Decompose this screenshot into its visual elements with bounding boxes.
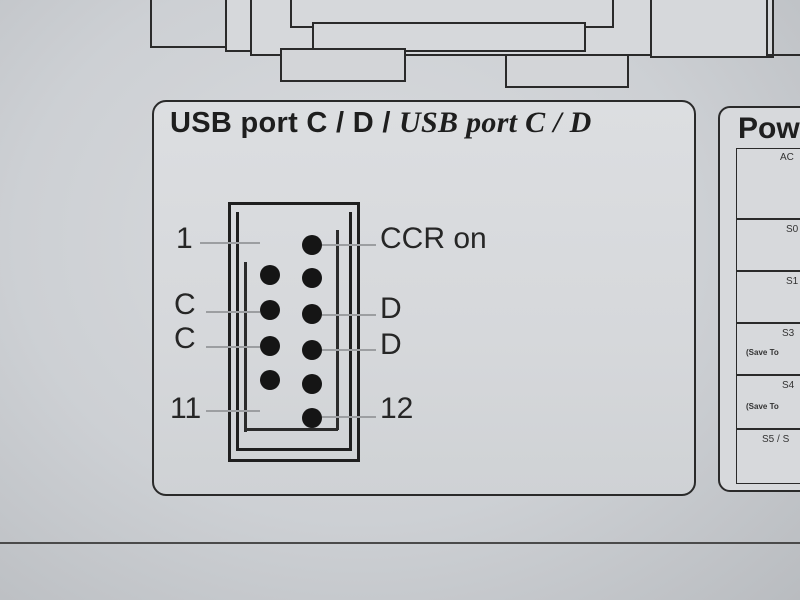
- label-d-lower: D: [380, 328, 402, 361]
- top-connector-plate: [312, 22, 586, 52]
- power-row-s4-note: (Save To: [746, 402, 779, 411]
- usb-header-bottom-rail: [246, 428, 338, 431]
- top-left-frame-bottom: [150, 46, 230, 48]
- power-row-s0: S0: [786, 224, 799, 235]
- usb-panel-title-italic: USB port C / D: [399, 106, 592, 139]
- leader-pin12: [322, 416, 376, 418]
- top-right-frame-bottom: [766, 54, 800, 56]
- usb-header-inner-outline: [236, 212, 352, 451]
- top-tab-right: [505, 54, 629, 88]
- power-row-s5: S5 / S: [762, 434, 790, 445]
- pin-right-1: [302, 235, 322, 255]
- label-c-upper: C: [174, 288, 196, 321]
- power-row-ac: AC: [780, 152, 794, 163]
- pin-right-2: [302, 268, 322, 288]
- pin-right-4: [302, 340, 322, 360]
- leader-ccr-on: [322, 244, 376, 246]
- power-table: [736, 148, 800, 484]
- label-pin-1: 1: [176, 222, 193, 255]
- leader-c2: [206, 346, 260, 348]
- usb-header-outline: [228, 202, 360, 462]
- top-right-block: [650, 0, 774, 58]
- pin-right-5: [302, 374, 322, 394]
- top-right-frame-line: [766, 0, 768, 56]
- label-pin-11: 11: [170, 392, 202, 425]
- power-panel-title: Pow: [738, 112, 800, 145]
- pin-left-1: [260, 265, 280, 285]
- usb-panel-title: USB port C / D / USB port C / D: [170, 106, 592, 140]
- leader-d2: [322, 349, 376, 351]
- power-table-divider-4: [736, 374, 800, 376]
- usb-port-panel: [152, 100, 696, 496]
- pin-left-4: [260, 370, 280, 390]
- leader-c1: [206, 311, 260, 313]
- power-table-divider-2: [736, 270, 800, 272]
- usb-header-right-rail-a: [336, 230, 339, 430]
- power-row-s1: S1: [786, 276, 799, 287]
- power-row-s3-note: (Save To: [746, 348, 779, 357]
- usb-panel-title-regular: USB port C / D /: [170, 107, 400, 139]
- leader-pin11: [206, 410, 260, 412]
- power-panel: [718, 106, 800, 492]
- top-tab-left: [280, 48, 406, 82]
- label-d-upper: D: [380, 292, 402, 325]
- top-left-frame-line: [150, 0, 152, 48]
- power-row-s4: S4: [782, 380, 795, 391]
- pin-right-3: [302, 304, 322, 324]
- power-row-s3: S3: [782, 328, 795, 339]
- pin-left-2: [260, 300, 280, 320]
- leader-d1: [322, 314, 376, 316]
- pin-right-6: [302, 408, 322, 428]
- power-table-divider-3: [736, 322, 800, 324]
- label-c-lower: C: [174, 322, 196, 355]
- power-table-divider-1: [736, 218, 800, 220]
- label-ccr-on: CCR on: [380, 222, 487, 255]
- pin-left-3: [260, 336, 280, 356]
- label-pin-12: 12: [380, 392, 414, 425]
- page-bottom-rule: [0, 542, 800, 544]
- power-table-divider-5: [736, 428, 800, 430]
- leader-pin1: [200, 242, 260, 244]
